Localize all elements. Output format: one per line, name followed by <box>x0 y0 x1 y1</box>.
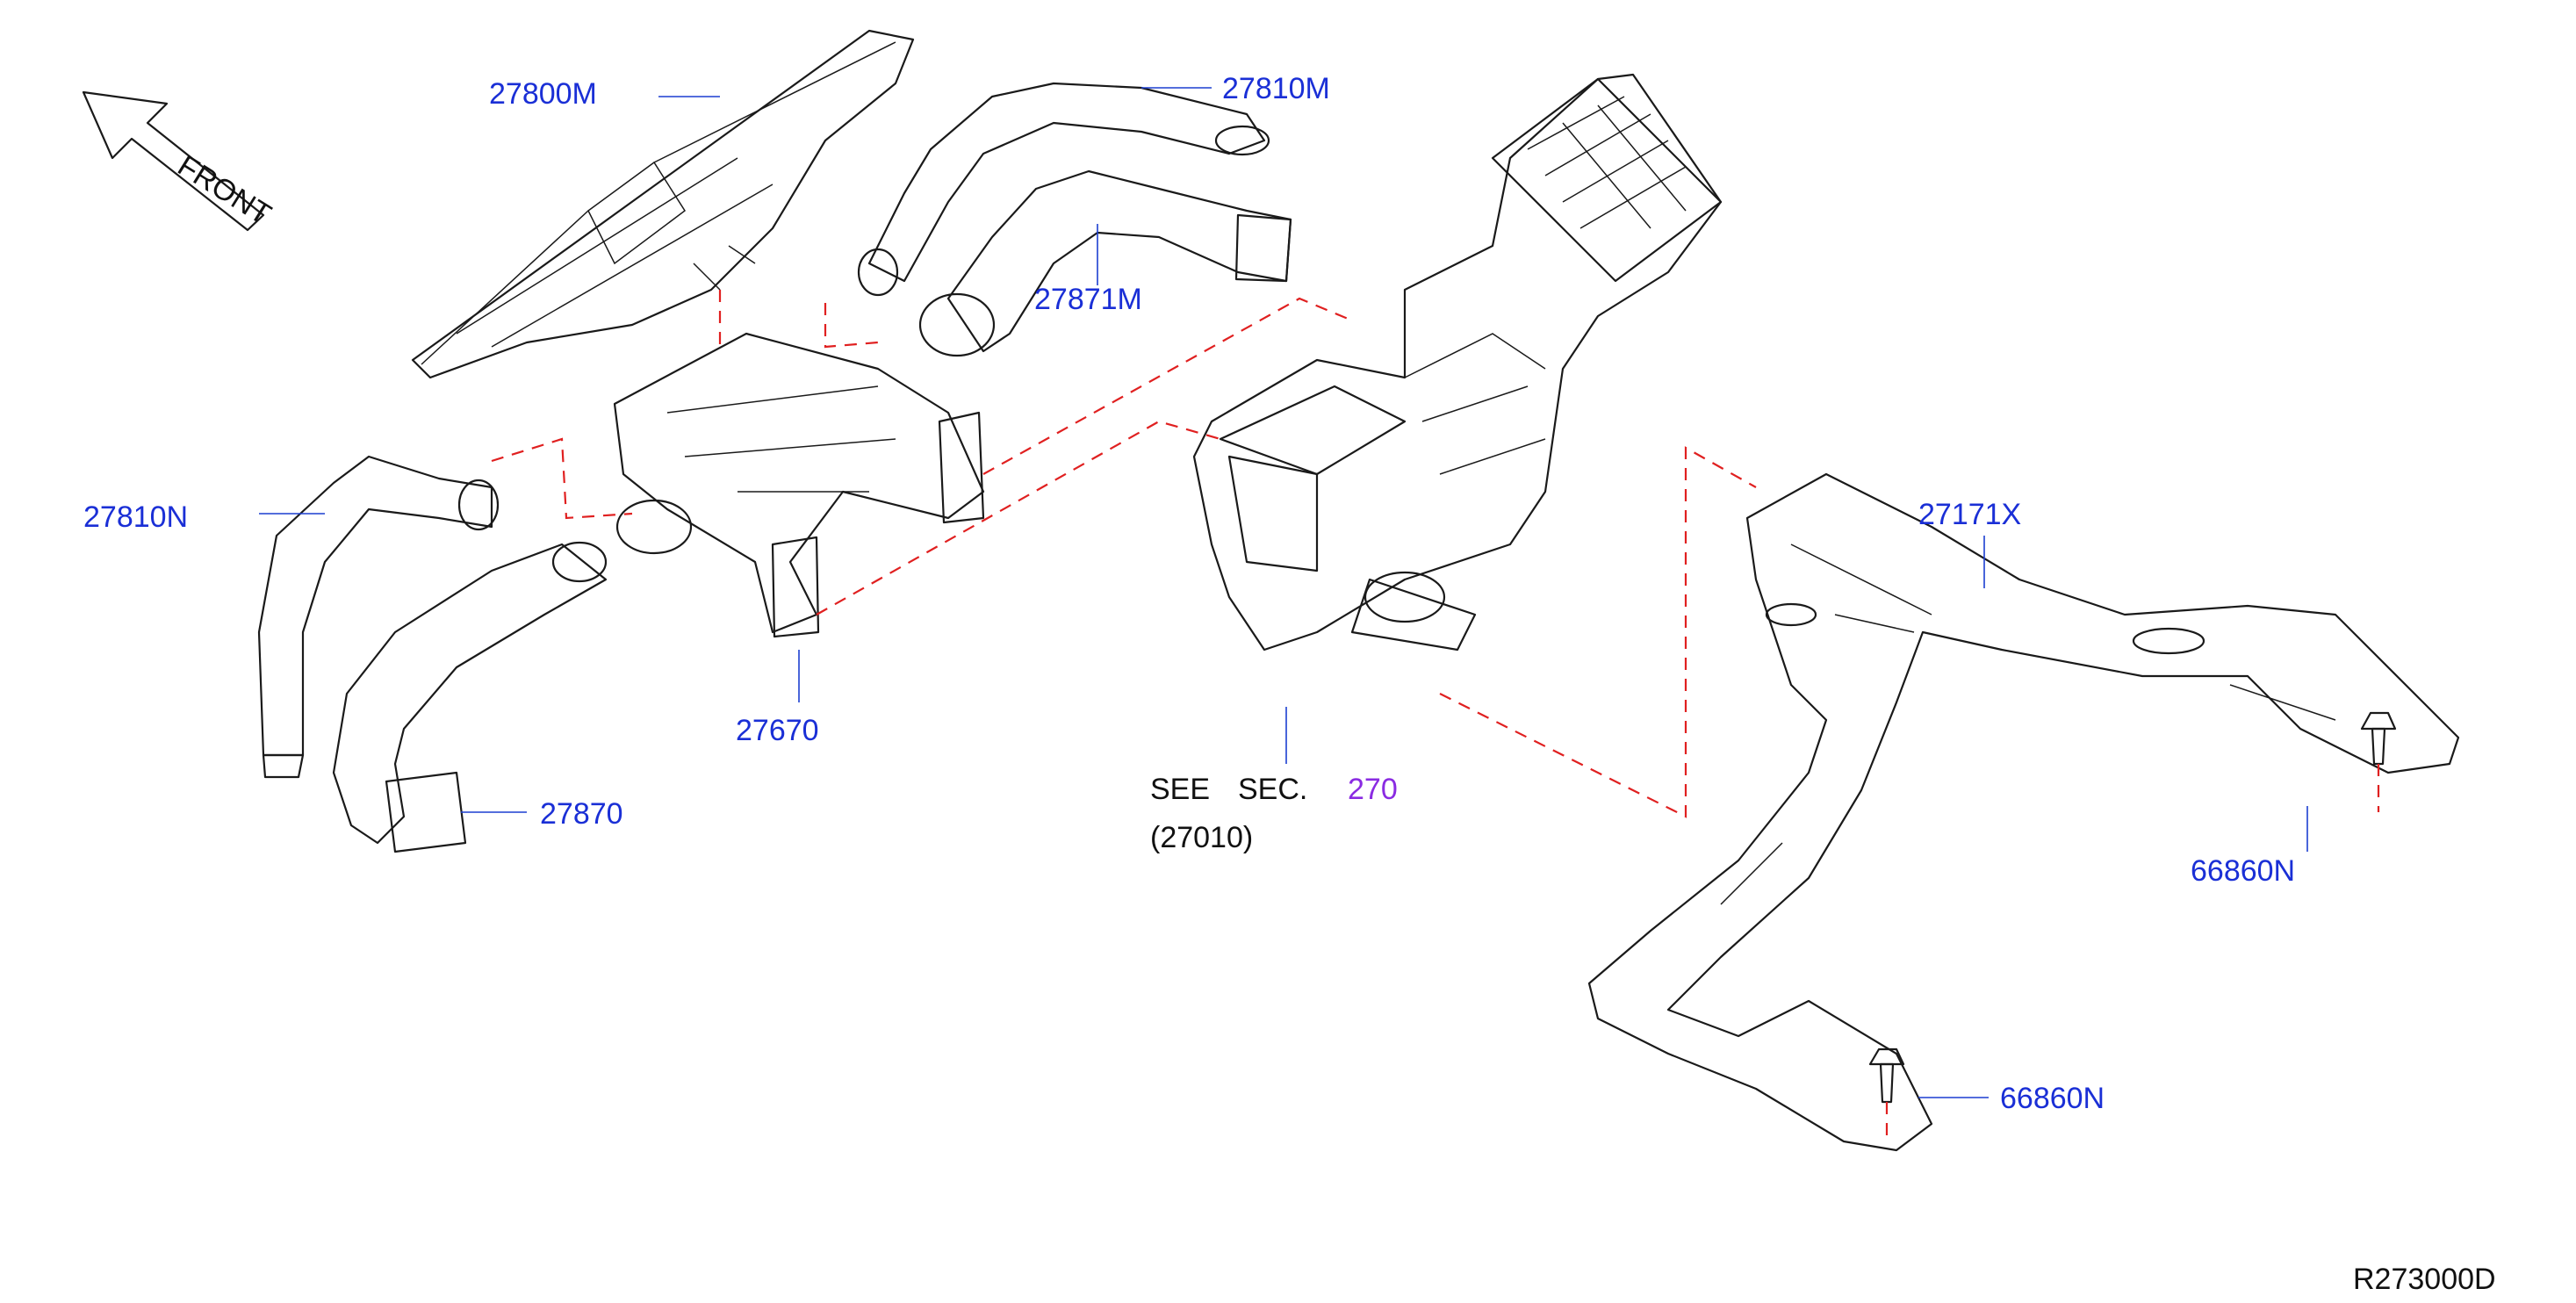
duct-27871M <box>918 169 1292 357</box>
section-ref-see: SEE <box>1150 773 1210 806</box>
upper-duct-27810M <box>857 82 1270 297</box>
section-ref-sec: SEC. <box>1238 773 1307 806</box>
part-number-27810N: 27810N <box>83 500 188 534</box>
section-ref-number: 270 <box>1348 773 1398 806</box>
clip-66860N-upper-icon <box>2360 711 2397 766</box>
part-number-27670: 27670 <box>736 714 819 747</box>
part-number-27800M: 27800M <box>489 77 597 111</box>
part-number-27810M: 27810M <box>1222 72 1330 105</box>
part-number-66860N-upper: 66860N <box>2191 854 2295 888</box>
part-number-27870: 27870 <box>540 797 623 831</box>
clip-66860N-lower-icon <box>1868 1047 1905 1104</box>
leader-lines <box>259 87 2308 1098</box>
defroster-nozzle-27800M <box>411 29 915 379</box>
front-arrow-icon <box>82 90 265 232</box>
left-duct-27810N <box>257 455 500 779</box>
connection-lines <box>491 290 2380 1141</box>
front-label: FRONT <box>172 149 277 232</box>
part-number-66860N-lower: 66860N <box>2000 1082 2105 1115</box>
lower-duct-27870 <box>332 541 608 853</box>
section-ref-assembly: (27010) <box>1150 821 1253 854</box>
floor-duct-27171X <box>1587 472 2460 1152</box>
diagram-id: R273000D <box>2353 1263 2496 1296</box>
heater-unit-27010 <box>1192 73 1723 652</box>
center-duct-27670 <box>613 332 985 638</box>
part-number-27871M: 27871M <box>1034 283 1142 316</box>
part-number-27171X: 27171X <box>1918 498 2021 531</box>
